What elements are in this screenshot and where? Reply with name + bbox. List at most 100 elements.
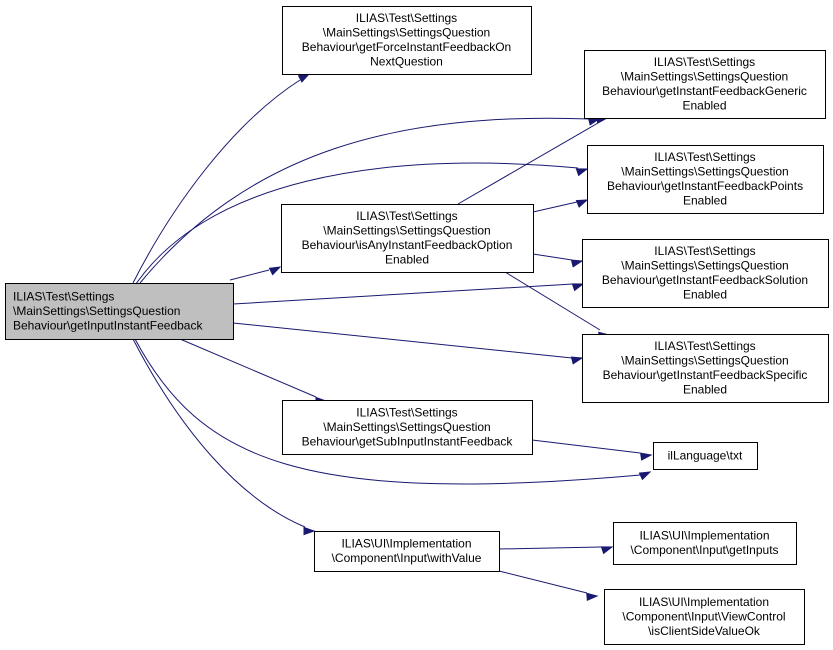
node-label-line: ILIAS\Test\Settings <box>654 339 755 353</box>
node-box <box>587 145 824 214</box>
edge-line <box>134 338 641 485</box>
node-box <box>314 531 500 572</box>
node-getInputs[interactable]: ILIAS\UI\Implementation\Component\Input\… <box>613 522 797 565</box>
edge-line <box>532 201 578 213</box>
node-label-line: ILIAS\Test\Settings <box>356 11 457 25</box>
node-label-line: \MainSettings\SettingsQuestion <box>621 259 788 273</box>
arrowhead-icon <box>575 199 589 208</box>
edge-isAnyInstantFeedbackOptionEnabled-to-getInstantFeedbackPointsEnabled <box>532 199 589 213</box>
node-label-line: Enabled <box>683 383 727 397</box>
edge-isAnyInstantFeedbackOptionEnabled-to-getInstantFeedbackGenericEnabled <box>457 115 609 205</box>
node-getForceInstantFeedbackOnNextQuestion[interactable]: ILIAS\Test\Settings\MainSettings\Setting… <box>282 6 532 75</box>
node-withValue[interactable]: ILIAS\UI\Implementation\Component\Input\… <box>314 531 500 572</box>
edge-line <box>498 570 588 594</box>
edge-line <box>232 283 574 305</box>
edge-line <box>139 117 591 284</box>
node-label-line: ILIAS\UI\Implementation <box>341 537 471 551</box>
node-label-line: ILIAS\UI\Implementation <box>639 595 769 609</box>
arrowhead-icon <box>268 266 282 276</box>
node-label-line: Enabled <box>385 253 429 267</box>
node-box <box>653 442 758 470</box>
edge-getSubInputInstantFeedback-to-txt <box>531 439 653 461</box>
edge-getInputInstantFeedback-to-getInstantFeedbackSpecificEnabled <box>232 322 584 365</box>
arrowhead-icon <box>570 356 584 365</box>
node-label-line: ILIAS\Test\Settings <box>654 244 755 258</box>
node-box <box>5 283 234 340</box>
node-label-line: ILIAS\Test\Settings <box>356 405 457 419</box>
arrowhead-icon <box>575 168 589 177</box>
edge-getInputInstantFeedback-to-getInstantFeedbackSolutionEnabled <box>232 283 585 305</box>
node-label-line: \MainSettings\SettingsQuestion <box>621 70 788 84</box>
edge-line <box>229 269 270 281</box>
arrowhead-icon <box>586 592 599 602</box>
node-getInputInstantFeedback[interactable]: ILIAS\Test\Settings\MainSettings\Setting… <box>5 283 234 340</box>
edge-getInputInstantFeedback-to-getInstantFeedbackPointsEnabled <box>129 162 589 294</box>
edge-line <box>129 162 579 294</box>
edge-withValue-to-isClientSideValueOk <box>498 570 599 602</box>
node-label-line: Behaviour\getInstantFeedbackGeneric <box>602 84 807 98</box>
node-label-line: \MainSettings\SettingsQuestion <box>621 165 788 179</box>
edge-line <box>179 338 317 398</box>
node-box <box>582 334 829 403</box>
arrowhead-icon <box>303 526 316 536</box>
node-box <box>582 239 829 308</box>
edge-isAnyInstantFeedbackOptionEnabled-to-getInstantFeedbackSolutionEnabled <box>532 253 584 268</box>
node-txt[interactable]: ilLanguage\txt <box>653 442 758 470</box>
edge-getInputInstantFeedback-to-isAnyInstantFeedbackOptionEnabled <box>229 266 282 281</box>
edge-line <box>457 122 599 205</box>
arrowhead-icon <box>638 471 652 481</box>
edge-getInputInstantFeedback-to-getSubInputInstantFeedback <box>179 338 328 406</box>
node-box <box>281 204 534 273</box>
node-label-line: \Component\Input\withValue <box>332 551 482 565</box>
edge-withValue-to-getInputs <box>498 546 614 555</box>
node-label-line: \MainSettings\SettingsQuestion <box>621 354 788 368</box>
node-getInstantFeedbackPointsEnabled[interactable]: ILIAS\Test\Settings\MainSettings\Setting… <box>587 145 824 214</box>
node-box <box>282 6 532 75</box>
arrowhead-icon <box>600 546 614 555</box>
node-label-line: Enabled <box>682 99 726 113</box>
node-label-line: \Component\Input\getInputs <box>630 543 778 557</box>
node-label-line: \Component\Input\ViewControl <box>622 609 785 623</box>
node-label-line: \MainSettings\SettingsQuestion <box>323 26 490 40</box>
node-label-line: Behaviour\getInstantFeedbackPoints <box>607 179 803 193</box>
node-label-line: Enabled <box>683 288 727 302</box>
node-label-line: ilLanguage\txt <box>668 448 743 462</box>
edge-line <box>504 271 601 331</box>
node-getInstantFeedbackGenericEnabled[interactable]: ILIAS\Test\Settings\MainSettings\Setting… <box>584 50 826 119</box>
edges-layer <box>129 73 653 602</box>
edge-line <box>132 79 301 284</box>
node-box <box>613 522 797 565</box>
node-box <box>584 50 826 119</box>
edge-line <box>132 338 306 528</box>
node-label-line: ILIAS\Test\Settings <box>13 289 114 303</box>
edge-line <box>532 253 573 261</box>
arrowhead-icon <box>639 452 653 461</box>
edge-line <box>232 322 573 359</box>
node-label-line: \MainSettings\SettingsQuestion <box>13 304 180 318</box>
node-box <box>282 400 533 455</box>
node-label-line: Behaviour\getInstantFeedbackSolution <box>602 273 808 287</box>
node-box <box>604 589 805 645</box>
node-label-line: \MainSettings\SettingsQuestion <box>323 420 490 434</box>
edge-line <box>531 439 641 454</box>
node-isAnyInstantFeedbackOptionEnabled[interactable]: ILIAS\Test\Settings\MainSettings\Setting… <box>281 204 534 273</box>
node-label-line: Enabled <box>683 194 727 208</box>
node-label-line: Behaviour\getSubInputInstantFeedback <box>302 434 514 448</box>
node-isClientSideValueOk[interactable]: ILIAS\UI\Implementation\Component\Input\… <box>604 589 805 645</box>
node-label-line: ILIAS\Test\Settings <box>654 150 755 164</box>
node-getSubInputInstantFeedback[interactable]: ILIAS\Test\Settings\MainSettings\Setting… <box>282 400 533 455</box>
arrowhead-icon <box>297 73 311 83</box>
edge-getInputInstantFeedback-to-withValue <box>132 338 316 536</box>
node-label-line: NextQuestion <box>370 55 443 69</box>
node-getInstantFeedbackSolutionEnabled[interactable]: ILIAS\Test\Settings\MainSettings\Setting… <box>582 239 829 308</box>
node-getInstantFeedbackSpecificEnabled[interactable]: ILIAS\Test\Settings\MainSettings\Setting… <box>582 334 829 403</box>
node-label-line: Behaviour\isAnyInstantFeedbackOption <box>302 238 513 252</box>
arrowhead-icon <box>571 283 585 292</box>
node-label-line: ILIAS\Test\Settings <box>654 55 755 69</box>
node-label-line: \isClientSideValueOk <box>648 624 761 638</box>
edge-line <box>498 546 602 550</box>
arrowhead-icon <box>570 259 584 268</box>
node-label-line: \MainSettings\SettingsQuestion <box>323 224 490 238</box>
nodes-layer: ILIAS\Test\Settings\MainSettings\Setting… <box>5 6 829 645</box>
